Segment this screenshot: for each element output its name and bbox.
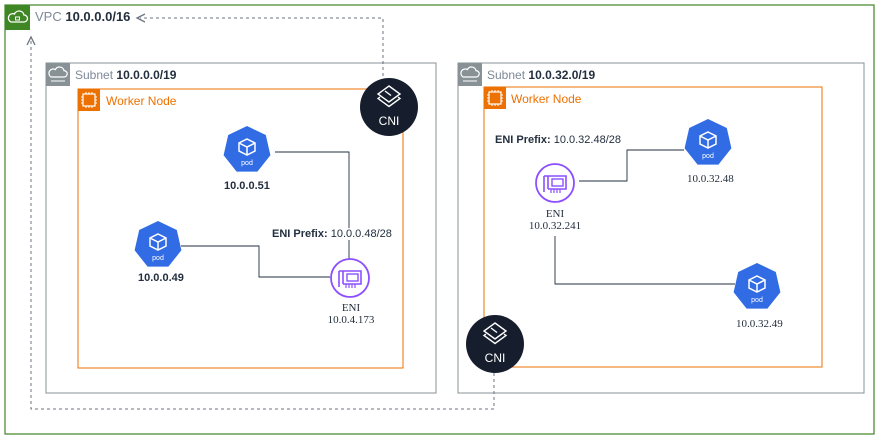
pod-4-icon: pod — [733, 263, 781, 309]
subnet-2-label-prefix: Subnet — [487, 68, 526, 82]
eni-2-prefix-value: 10.0.32.48/28 — [553, 134, 621, 146]
connection-lines — [181, 149, 735, 285]
cni-2-to-vpc-dashed-arrow — [31, 40, 495, 410]
pod-2-icon-label: pod — [152, 255, 164, 262]
eni-2-ip: 10.0.32.241 — [528, 220, 582, 232]
pod-1-icon: pod — [223, 126, 271, 172]
worker-node-1-boundary — [77, 88, 404, 369]
eni-1-prefix-value: 10.0.0.48/28 — [330, 228, 392, 240]
link-eni-pod-10.0.32.48 — [579, 149, 684, 182]
eni-1-label: ENI 10.0.4.173 — [323, 302, 379, 326]
subnet-2-cidr: 10.0.32.0/19 — [528, 68, 596, 82]
link-eni-pod-10.0.32.49 — [554, 236, 735, 285]
eni-1-prefix: ENI Prefix: 10.0.0.48/28 — [272, 228, 392, 240]
worker-node-1-chip-icon — [78, 89, 100, 111]
link-pod-10.0.0.49-eni — [181, 245, 330, 278]
vpc-cidr: 10.0.0.0/16 — [65, 9, 131, 24]
vpc-cloud-icon — [5, 5, 30, 30]
pod-4-icon-label: pod — [751, 297, 763, 304]
vpc-label: VPC 10.0.0.0/16 — [35, 9, 130, 24]
eni-2-card-icon — [535, 163, 575, 203]
cni-1-label: CNI — [379, 114, 400, 128]
cni-1-stack-icon — [376, 85, 402, 108]
pod-3-ip: 10.0.32.48 — [687, 173, 734, 185]
subnet-1-boundary — [45, 62, 437, 394]
cni-1-badge: CNI — [360, 78, 418, 136]
worker-node-2-label: Worker Node — [511, 92, 582, 106]
subnet-1-cidr: 10.0.0.0/19 — [116, 68, 177, 82]
worker-node-2-boundary — [483, 86, 823, 368]
vpc-boundary — [4, 4, 875, 435]
subnet-1-label-prefix: Subnet — [75, 68, 114, 82]
pod-3-icon-label: pod — [702, 153, 714, 160]
worker-node-2-chip-icon — [484, 87, 506, 109]
subnet-1-icon — [46, 63, 70, 86]
eni-1-name: ENI — [341, 302, 361, 314]
pod-4-ip: 10.0.32.49 — [736, 318, 783, 330]
subnet-2-label: Subnet 10.0.32.0/19 — [487, 68, 595, 82]
pod-1-ip: 10.0.0.51 — [224, 180, 270, 192]
pod-2-icon: pod — [134, 221, 182, 267]
eni-1-card-icon — [330, 258, 370, 298]
eni-1-ip: 10.0.4.173 — [327, 314, 375, 326]
worker-node-1-label: Worker Node — [106, 94, 177, 108]
eni-2-prefix: ENI Prefix: 10.0.32.48/28 — [495, 134, 621, 146]
subnet-2-icon — [458, 63, 482, 86]
subnet-1-label: Subnet 10.0.0.0/19 — [75, 68, 176, 82]
eni-2-prefix-key: ENI Prefix: — [495, 134, 551, 146]
cni-2-stack-icon — [482, 322, 508, 345]
eni-2-label: ENI 10.0.32.241 — [524, 208, 586, 232]
cni-2-label: CNI — [485, 351, 506, 365]
pod-1-icon-label: pod — [241, 160, 253, 167]
link-pod-10.0.0.51-eni — [275, 151, 350, 262]
pod-2-ip: 10.0.0.49 — [138, 272, 184, 284]
eni-2-name: ENI — [545, 208, 565, 220]
subnet-2-boundary — [457, 62, 865, 394]
eni-1-prefix-key: ENI Prefix: — [272, 228, 328, 240]
pod-3-icon: pod — [684, 119, 732, 165]
vpc-label-prefix: VPC — [35, 9, 62, 24]
cni-2-badge: CNI — [466, 315, 524, 373]
